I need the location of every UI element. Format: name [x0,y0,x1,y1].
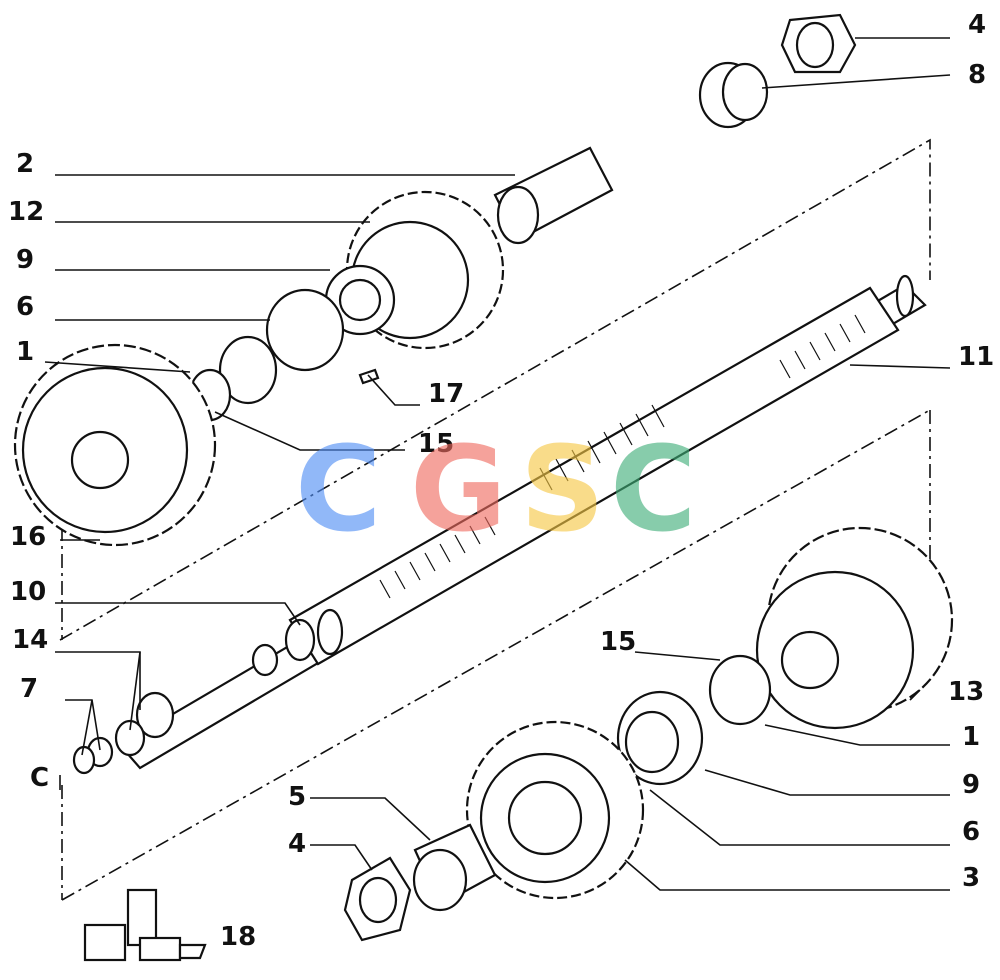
watermark-logo: C G S C [295,420,697,558]
callout-4-top: 4 [968,10,986,40]
watermark-letter-3: S [520,420,605,558]
callout-10: 10 [10,577,46,607]
callout-1-lower: 1 [962,722,980,752]
callout-6-upper: 6 [16,292,34,322]
watermark-letter-4: C [610,420,697,558]
callout-12: 12 [8,197,44,227]
callout-9-lower: 9 [962,770,980,800]
lower-sleeve-nut [343,823,497,942]
callout-5: 5 [288,782,306,812]
callout-13: 13 [948,677,984,707]
watermark-letter-2: G [410,420,507,558]
callout-14: 14 [12,625,48,655]
tool-set [83,888,207,962]
callout-6-lower: 6 [962,817,980,847]
upper-gear [324,190,505,350]
ring-top [698,61,769,129]
lower-bearing [616,654,772,786]
callout-3: 3 [962,863,980,893]
shaft-end-parts [72,643,279,775]
upper-clips [188,288,380,422]
callout-15-lower: 15 [600,627,636,657]
callout-8: 8 [968,60,986,90]
callout-17: 17 [428,379,464,409]
callout-4-bottom: 4 [288,829,306,859]
callout-9-upper: 9 [16,245,34,275]
callout-15-upper: 15 [418,429,454,459]
lower-gear [465,720,645,900]
main-shaft [118,274,927,770]
assembly-frame [59,138,931,901]
callout-labels: 4 8 2 12 9 6 1 17 15 16 11 10 14 7 C 15 … [8,10,994,952]
lower-right-gear [755,526,954,730]
callout-11: 11 [958,342,994,372]
sleeve [493,146,614,245]
callout-18: 18 [220,922,256,952]
callout-2: 2 [16,149,34,179]
watermark-letter-1: C [295,420,382,558]
leader-lines [44,37,951,891]
nut-top [780,13,857,74]
callout-1-upper: 1 [16,337,34,367]
callout-7: 7 [20,674,38,704]
callout-c: C [30,763,49,793]
left-gear [13,343,217,547]
callout-16: 16 [10,522,46,552]
